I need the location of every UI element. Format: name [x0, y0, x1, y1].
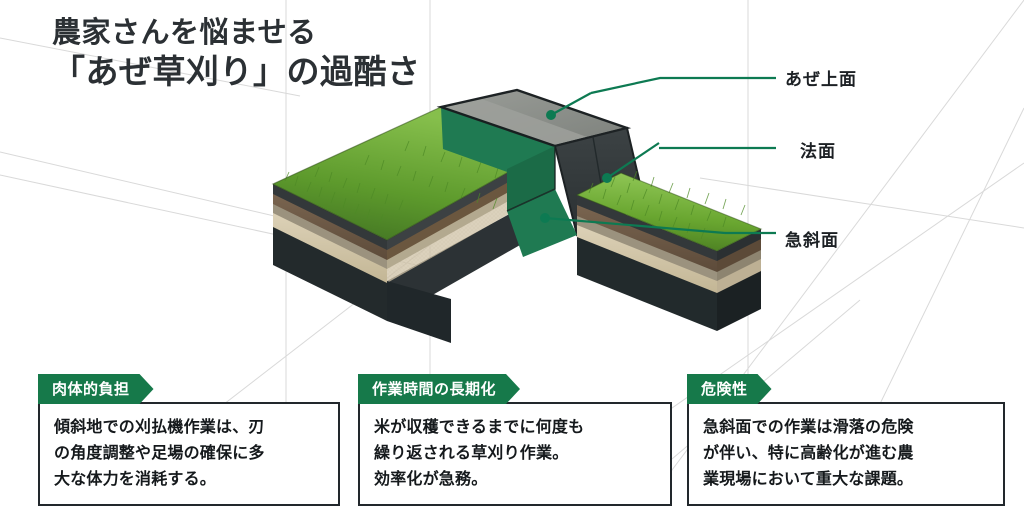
card-tag-wrap: 肉体的負担 — [38, 374, 154, 404]
callout-label-ridge-top: あぜ上面 — [785, 70, 857, 90]
title-line-2: 「あぜ草刈り」の過酷さ — [52, 52, 421, 91]
callout-label-steep-slope: 急斜面 — [785, 231, 839, 251]
card-tag-wrap: 危険性 — [687, 374, 772, 404]
card-body-line: 繰り返される草刈り作業。 — [374, 443, 569, 462]
page-title: 農家さんを悩ませる 「あぜ草刈り」の過酷さ — [52, 14, 672, 92]
callout-markers — [540, 92, 726, 235]
card-body-line: が伴い、特に高齢化が進む農 — [703, 443, 914, 462]
card-tag-label: 作業時間の長期化 — [358, 374, 520, 404]
card-body-line: 傾斜地での刈払機作業は、刃 — [54, 417, 265, 436]
card-body-line: 米が収穫できるまでに何度も — [374, 417, 585, 436]
card-body-line: 急斜面での作業は滑落の危険 — [703, 417, 914, 436]
right-embankment-block — [575, 170, 763, 331]
card-tag-label: 肉体的負担 — [38, 374, 154, 404]
card-body-line: 業現場において重大な課題。 — [703, 469, 914, 488]
ridge-illustration — [255, 85, 775, 345]
card-body: 急斜面での作業は滑落の危険 が伴い、特に高齢化が進む農 業現場において重大な課題… — [687, 402, 1005, 506]
callout-label-slope: 法面 — [800, 142, 836, 162]
issue-cards: 肉体的負担 傾斜地での刈払機作業は、刃 の角度調整や足場の確保に多 大な体力を消… — [0, 352, 1024, 506]
card-body-line: 大な体力を消耗する。 — [54, 469, 217, 488]
card-body: 傾斜地での刈払機作業は、刃 の角度調整や足場の確保に多 大な体力を消耗する。 — [38, 402, 340, 506]
card-body-line: 効率化が急務。 — [374, 469, 488, 488]
card-tag-wrap: 作業時間の長期化 — [358, 374, 520, 404]
card-body: 米が収穫できるまでに何度も 繰り返される草刈り作業。 効率化が急務。 — [358, 402, 672, 506]
card-body-line: の角度調整や足場の確保に多 — [54, 443, 265, 462]
title-line-1: 農家さんを悩ませる — [52, 15, 317, 49]
card-tag-label: 危険性 — [687, 374, 772, 404]
